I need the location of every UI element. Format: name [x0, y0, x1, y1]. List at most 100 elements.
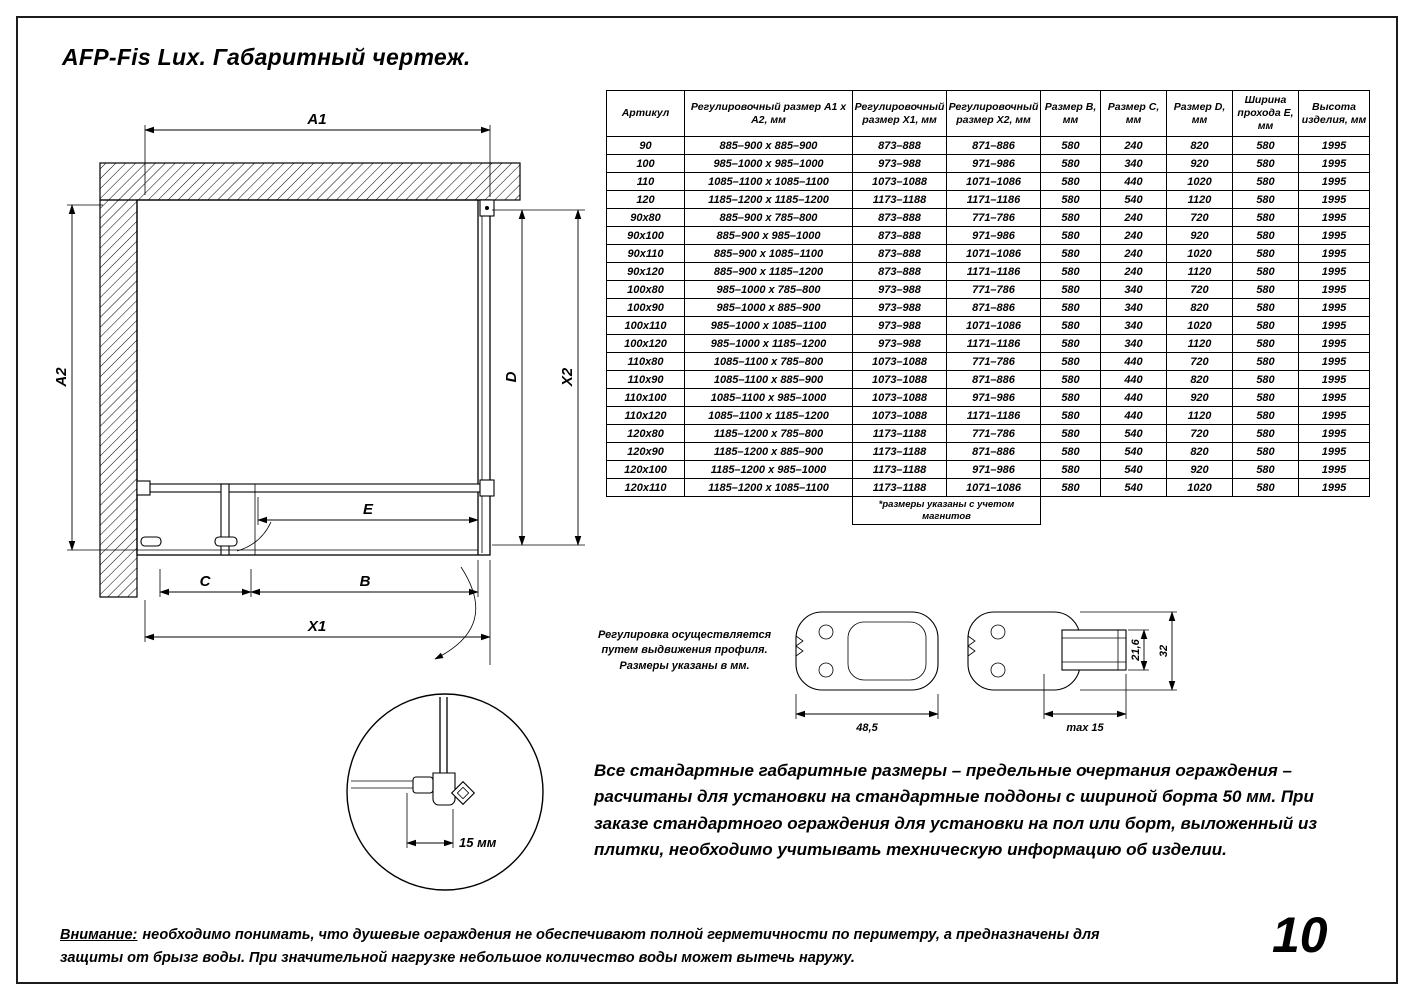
- table-cell: 580: [1232, 460, 1299, 480]
- table-cell: 1071–1086: [946, 478, 1041, 498]
- table-cell: 871–886: [946, 370, 1041, 390]
- profile-section-1: [795, 611, 939, 691]
- table-cell: 580: [1040, 370, 1101, 390]
- table-cell: 885–900 x 885–900: [684, 136, 853, 156]
- table-cell: 1995: [1298, 406, 1370, 426]
- table-cell: 973–988: [852, 298, 947, 318]
- table-cell: 1185–1200 x 1185–1200: [684, 190, 853, 210]
- detail-leader-arrow: [434, 566, 477, 660]
- table-cell: 771–786: [946, 208, 1041, 228]
- door-swing-arc: [236, 521, 272, 552]
- table-cell: 1995: [1298, 478, 1370, 498]
- table-cell: 871–886: [946, 136, 1041, 156]
- table-cell: 580: [1040, 190, 1101, 210]
- table-cell: 771–786: [946, 280, 1041, 300]
- table-cell: 985–1000 x 1085–1100: [684, 316, 853, 336]
- table-cell: 973–988: [852, 334, 947, 354]
- table-cell: 885–900 x 985–1000: [684, 226, 853, 246]
- table-cell: 100x90: [606, 298, 685, 318]
- table-cell: 1173–1188: [852, 460, 947, 480]
- table-cell: 110x90: [606, 370, 685, 390]
- table-cell: 340: [1100, 280, 1167, 300]
- support-bar: [149, 483, 481, 493]
- warning-note: Внимание:необходимо понимать, что душевы…: [60, 924, 1100, 970]
- table-cell: 1995: [1298, 226, 1370, 246]
- top-wall: [99, 162, 521, 201]
- table-cell: 1171–1186: [946, 262, 1041, 282]
- table-cell: 1073–1088: [852, 388, 947, 408]
- table-cell: 1185–1200 x 885–900: [684, 442, 853, 462]
- table-cell: 920: [1166, 460, 1233, 480]
- table-cell: 873–888: [852, 208, 947, 228]
- table-cell: 580: [1040, 136, 1101, 156]
- table-cell: 1020: [1166, 244, 1233, 264]
- table-cell: 1995: [1298, 190, 1370, 210]
- table-cell: 1185–1200 x 785–800: [684, 424, 853, 444]
- profile-sections-drawing: 48,5 21,6 32 max 15: [795, 611, 1177, 734]
- table-cell: 240: [1100, 136, 1167, 156]
- adjustment-note: Регулировка осуществляется путем выдвиже…: [597, 629, 772, 672]
- table-cell: 120x80: [606, 424, 685, 444]
- dim-x1-label: X1: [307, 618, 326, 635]
- door-hinge: [140, 536, 162, 547]
- table-cell: 440: [1100, 352, 1167, 372]
- table-cell: 580: [1040, 244, 1101, 264]
- table-cell: 1071–1086: [946, 172, 1041, 192]
- enclosure-outline: [136, 199, 491, 556]
- table-cell: 920: [1166, 226, 1233, 246]
- table-cell: 1020: [1166, 478, 1233, 498]
- left-wall: [99, 199, 138, 598]
- table-cell: 885–900 x 1185–1200: [684, 262, 853, 282]
- table-cell: 1120: [1166, 190, 1233, 210]
- table-cell: 580: [1232, 316, 1299, 336]
- table-cell: 1185–1200 x 985–1000: [684, 460, 853, 480]
- table-cell: 90x80: [606, 208, 685, 228]
- table-cell: 580: [1232, 226, 1299, 246]
- table-cell: 720: [1166, 280, 1233, 300]
- table-cell: 440: [1100, 172, 1167, 192]
- detail-dim-label: 15 мм: [459, 835, 497, 850]
- table-cell: 580: [1040, 478, 1101, 498]
- table-cell: 1171–1186: [946, 334, 1041, 354]
- table-footnote: *размеры указаны с учетом магнитов: [852, 496, 1041, 526]
- dim-d-label: D: [503, 371, 520, 382]
- installation-note: Все стандартные габаритные размеры – пре…: [594, 761, 1318, 860]
- dim-a2-label: A2: [53, 367, 70, 388]
- table-cell: 240: [1100, 226, 1167, 246]
- extending-profile-arm: [1061, 629, 1127, 671]
- table-cell: 100: [606, 154, 685, 174]
- dimensional-drawing: A1 A2 D X2 E C B X1 15 мм: [53, 111, 585, 891]
- table-cell: 1085–1100 x 785–800: [684, 352, 853, 372]
- table-cell: 1073–1088: [852, 406, 947, 426]
- table-cell: 580: [1232, 136, 1299, 156]
- table-cell: 1995: [1298, 154, 1370, 174]
- table-cell: 580: [1232, 190, 1299, 210]
- table-cell: 1995: [1298, 208, 1370, 228]
- table-header-cell: Размер B, мм: [1040, 89, 1101, 138]
- dim-x2-label: X2: [559, 367, 576, 387]
- table-cell: 820: [1166, 298, 1233, 318]
- table-cell: 440: [1100, 388, 1167, 408]
- table-cell: 973–988: [852, 154, 947, 174]
- table-cell: 580: [1232, 172, 1299, 192]
- table-cell: 540: [1100, 460, 1167, 480]
- dim-e-label: E: [363, 501, 374, 518]
- table-cell: 580: [1232, 478, 1299, 498]
- table-cell: 580: [1040, 298, 1101, 318]
- table-cell: 1995: [1298, 136, 1370, 156]
- table-cell: 1995: [1298, 460, 1370, 480]
- table-cell: 580: [1232, 154, 1299, 174]
- table-header-cell: Артикул: [606, 89, 685, 138]
- table-cell: 580: [1232, 352, 1299, 372]
- table-cell: 580: [1232, 442, 1299, 462]
- table-cell: 540: [1100, 190, 1167, 210]
